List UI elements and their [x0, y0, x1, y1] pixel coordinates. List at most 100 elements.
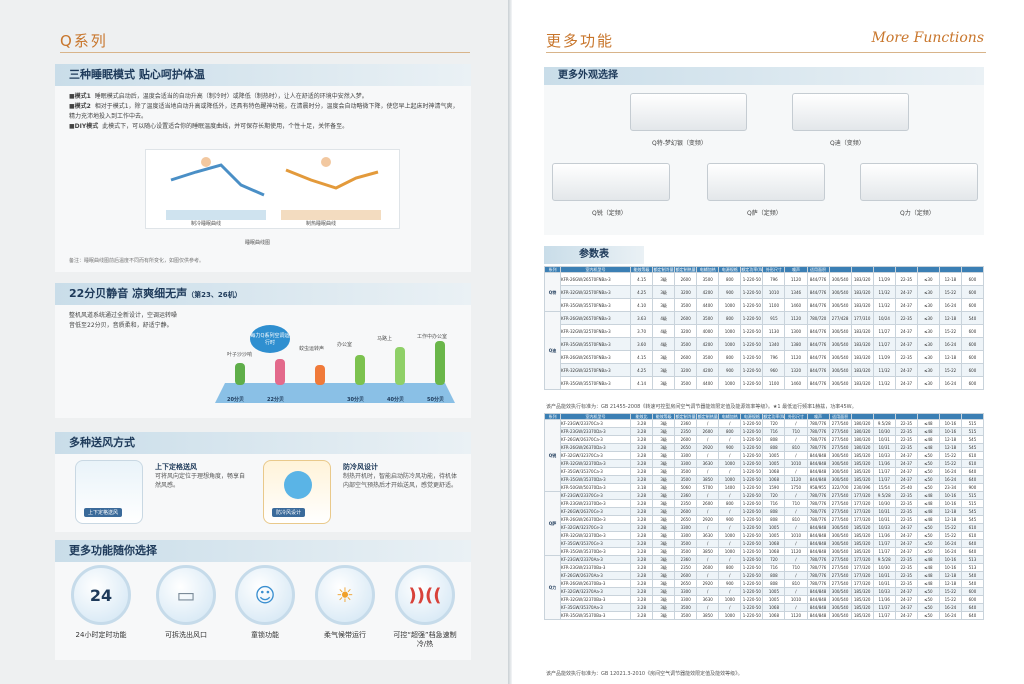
noise-source-label: 工作中办公室 — [417, 334, 448, 340]
table-cell: 1-220-50 — [740, 311, 764, 325]
table-cell: 15-22 — [938, 363, 962, 377]
right-page: 更多功能 More Functions 更多外观选择 Q特-梦幻银（变频） Q迪… — [512, 0, 1024, 684]
table-cell: 2920 — [696, 515, 720, 524]
table-cell: 4.10 — [629, 298, 654, 312]
table-cell: / — [696, 451, 720, 460]
table-cell: 2920 — [696, 443, 720, 452]
table-cell: 11/36 — [872, 459, 896, 468]
table-cell: 1460 — [784, 298, 808, 312]
table-cell: 10/33 — [872, 523, 896, 532]
table-cell: / — [718, 507, 742, 516]
airflow-updown-text: 上下定格送风 可将风向定位于理想角度，畅享自然风感。 — [155, 463, 246, 489]
table-cell: 780/776 — [806, 435, 830, 444]
model-cell: KFR-35GW/35370Da-3 — [560, 475, 631, 484]
table-cell: 3级 — [652, 467, 676, 476]
model-cell: KFR-35GW/35570FNBa-3 — [560, 337, 631, 351]
table-cell: 277/540 — [828, 491, 852, 500]
table-cell: 2600 — [696, 499, 720, 508]
table-cell: 3300 — [674, 587, 698, 596]
table-cell: 2360 — [674, 555, 698, 564]
table-cell: 22-35 — [894, 419, 918, 428]
table-cell: 796 — [762, 272, 786, 286]
table-cell: 900 — [718, 443, 742, 452]
table-cell: 10-16 — [938, 427, 962, 436]
table-cell: 24-37 — [894, 611, 918, 620]
sleep-mode-2: ■模式2 相对于模式1，除了温度适当地自动升高或降低外，还具有特色醒神功能，在清… — [69, 103, 459, 120]
table-cell: 3级 — [652, 483, 676, 492]
table-cell: 10/24 — [872, 311, 896, 325]
params-note-2: 该产品能效执行标准为：GB 12021.3-2010《房间空气调节器能效限定值及… — [546, 671, 743, 677]
table-cell: 515 — [960, 419, 985, 428]
table-cell: ≤30 — [916, 350, 940, 364]
table-cell: 3.63 — [629, 311, 654, 325]
table-cell: 810 — [784, 443, 808, 452]
table-cell: 844/776 — [806, 376, 830, 390]
table-cell: 716 — [762, 563, 786, 572]
table-cell: 600 — [960, 337, 985, 351]
feature-timer: 24 24小时定时功能 — [68, 565, 134, 640]
table-cell: 640 — [960, 611, 985, 620]
table-cell: 22-35 — [894, 555, 918, 564]
table-cell: 4.25 — [629, 363, 654, 377]
table-cell: 3500 — [674, 298, 698, 312]
table-cell: 185/320 — [850, 467, 874, 476]
table-cell: 3300 — [674, 523, 698, 532]
model-cell: KF-26GW/26370Ca-3 — [560, 435, 631, 444]
table-cell: 796 — [762, 350, 786, 364]
table-cell: 3850 — [696, 547, 720, 556]
table-cell: 1100 — [762, 298, 786, 312]
table-cell: ≤50 — [916, 451, 940, 460]
model-cell: KFR-32GW/32370Da-3 — [560, 459, 631, 468]
table-cell: 12-18 — [938, 350, 962, 364]
table-cell: 900 — [718, 515, 742, 524]
sleep-curve-figure: 制冷睡眠曲线 制热睡眠曲线 — [145, 149, 400, 229]
left-page-title: Q系列 — [60, 32, 108, 50]
model-cell: KFR-35GW/35370De-3 — [560, 547, 631, 556]
table-cell: 3级 — [652, 491, 676, 500]
table-cell: 844/776 — [806, 272, 830, 286]
table-cell: 25-40 — [894, 483, 918, 492]
table-cell: 3500 — [674, 376, 698, 390]
table-cell: 183/320 — [850, 350, 874, 364]
table-cell: 22-35 — [894, 435, 918, 444]
table-cell: 11/32 — [872, 285, 896, 299]
table-cell: 2360 — [674, 491, 698, 500]
model-cell: KF-26GW/26370Aa-3 — [560, 571, 631, 580]
model-cell: KF-35GW/35370Ce-3 — [560, 539, 631, 548]
table-cell: 844/776 — [806, 298, 830, 312]
table-cell: 180/320 — [850, 443, 874, 452]
table-cell: ≤48 — [916, 499, 940, 508]
table-cell: 1-220-50 — [740, 427, 764, 436]
table-cell: 3级 — [652, 595, 676, 604]
table-cell: 24-37 — [894, 459, 918, 468]
table-cell: 3300 — [674, 595, 698, 604]
table-cell: 3级 — [652, 272, 676, 286]
table-cell: 11/32 — [872, 363, 896, 377]
timer-24h-icon: 24 — [71, 565, 131, 625]
table-cell: 1-220-50 — [740, 515, 764, 524]
table-cell: 3级 — [652, 350, 676, 364]
table-cell: 9.5/28 — [872, 419, 896, 428]
sleep-mode-diy: ■DIY模式 此模式下，可以随心设置适合你的睡眠温度曲线，并可保存长期使用，个性… — [69, 123, 349, 130]
table-cell: 1300 — [784, 324, 808, 338]
table-cell: 610 — [960, 451, 985, 460]
table-cell: 3500 — [674, 539, 698, 548]
table-cell: 277/540 — [828, 499, 852, 508]
table-cell: 844/848 — [806, 475, 830, 484]
table-cell: 185/320 — [850, 531, 874, 540]
table-cell: 22-35 — [894, 491, 918, 500]
table-cell: 185/320 — [850, 587, 874, 596]
table-cell: 180/320 — [850, 427, 874, 436]
table-cell: ≤48 — [916, 435, 940, 444]
table-cell: 16-24 — [938, 611, 962, 620]
table-cell: 1100 — [762, 376, 786, 390]
table-cell: ≤48 — [916, 443, 940, 452]
